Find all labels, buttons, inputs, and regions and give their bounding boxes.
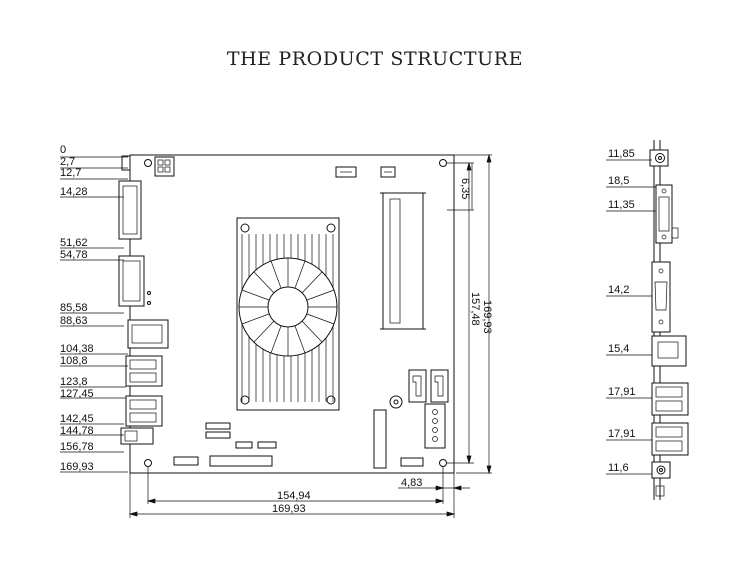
- dim-left-123-8: 123,8: [60, 376, 88, 388]
- dim-bottom-169-93: 169,93: [272, 503, 306, 515]
- dim-right-6-35: 6,35: [459, 178, 471, 199]
- dim-left-85-58: 85,58: [60, 302, 88, 314]
- dim-side-11-6: 11,6: [608, 462, 629, 474]
- bottom-dimension-labels: 4,83 154,94 169,93: [272, 477, 422, 515]
- cpu-heatsink: [236, 217, 340, 411]
- dim-left-127-45: 127,45: [60, 388, 94, 400]
- dim-bottom-4-83: 4,83: [401, 477, 422, 489]
- side-view-leaders: [606, 159, 656, 475]
- fan-headers: [335, 166, 396, 178]
- board-components: [173, 395, 424, 469]
- dim-left-169-93: 169,93: [60, 461, 94, 473]
- dim-left-51-62: 51,62: [60, 237, 88, 249]
- dim-left-14-28: 14,28: [60, 186, 88, 198]
- left-dimension-leaders: [60, 156, 128, 473]
- side-view-panel: [649, 140, 689, 500]
- dim-left-108-8: 108,8: [60, 355, 88, 367]
- bottom-dimension-lines: [128, 466, 470, 518]
- dim-side-11-35: 11,35: [608, 199, 635, 211]
- dim-left-156-78: 156,78: [60, 441, 94, 453]
- dim-side-11-85: 11,85: [608, 148, 635, 160]
- dim-left-88-63: 88,63: [60, 315, 88, 327]
- right-dimension-lines: [447, 153, 492, 475]
- dim-left-2-7: 2,7: [60, 156, 75, 168]
- dim-left-104-38: 104,38: [60, 343, 94, 355]
- dim-side-17-91-a: 17,91: [608, 386, 636, 398]
- dim-bottom-154-94: 154,94: [277, 490, 311, 502]
- dim-side-15-4: 15,4: [608, 343, 629, 355]
- dim-left-0: 0: [60, 144, 66, 156]
- dim-side-17-91-b: 17,91: [608, 428, 636, 440]
- right-dimension-labels: 6,35 157,48 169,93: [459, 178, 493, 334]
- dim-left-12-7: 12,7: [60, 167, 81, 179]
- dim-right-157-48: 157,48: [469, 292, 481, 326]
- dim-right-169-93: 169,93: [481, 300, 493, 334]
- dim-left-144-78: 144,78: [60, 425, 94, 437]
- dim-left-54-78: 54,78: [60, 249, 88, 261]
- motherboard-outline: [129, 154, 455, 474]
- dim-side-14-2: 14,2: [608, 284, 629, 296]
- mounting-holes: [144, 159, 447, 467]
- side-view-labels: 11,85 18,5 11,35 14,2 15,4 17,91 17,91 1…: [608, 148, 636, 474]
- sata-connectors: [408, 369, 449, 449]
- left-dimension-labels: 0 2,7 12,7 14,28 51,62 54,78 85,58 88,63…: [60, 144, 94, 473]
- rear-io-ports: [118, 155, 169, 445]
- diagram-title: THE PRODUCT STRUCTURE: [226, 48, 524, 70]
- dim-side-18-5: 18,5: [608, 175, 629, 187]
- atx-power-connector: [154, 156, 175, 177]
- so-dimm-slot: [380, 192, 426, 330]
- dim-left-142-45: 142,45: [60, 413, 94, 425]
